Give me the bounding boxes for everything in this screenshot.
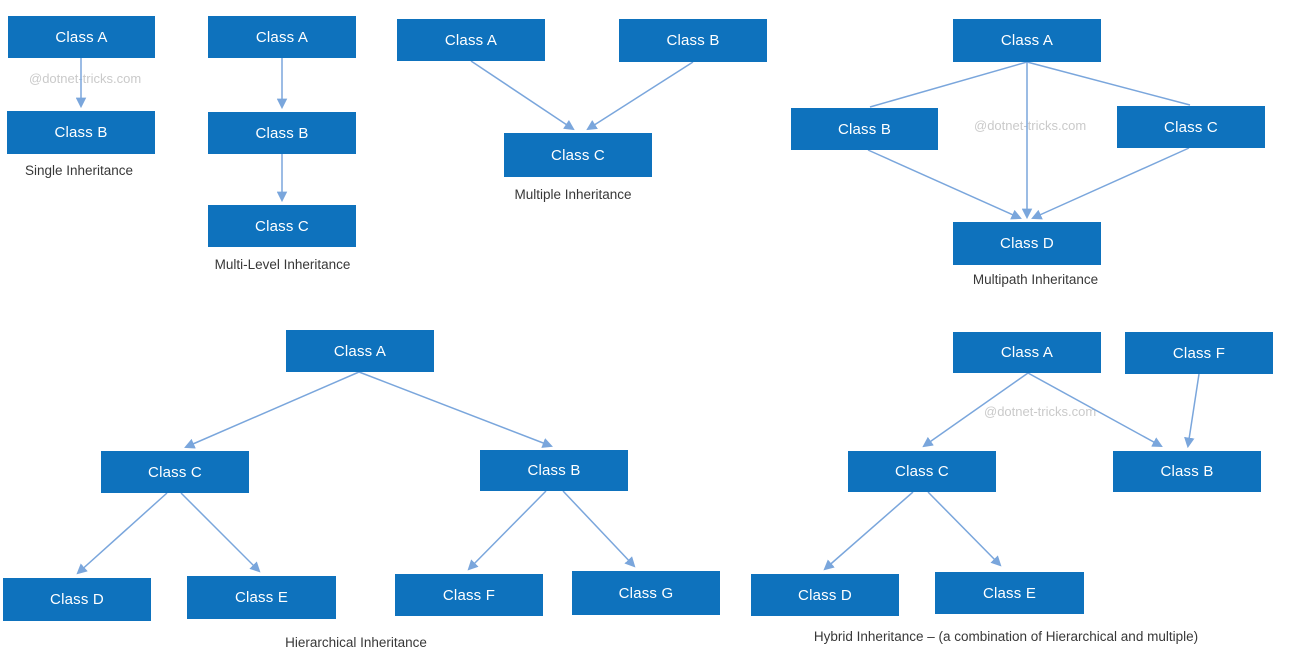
edge-hierarchical-class-a-to-class-c xyxy=(184,371,360,449)
edge-hybrid-class-c-to-class-d xyxy=(823,491,914,571)
class-box-hierarchical-class-e: Class E xyxy=(187,576,336,619)
edge-hierarchical-class-c-to-class-d xyxy=(76,492,168,575)
class-box-multipath-class-a: Class A xyxy=(953,19,1101,62)
class-box-multiple-class-b: Class B xyxy=(619,19,767,62)
watermark-dotnet-tricks: @dotnet-tricks.com xyxy=(29,71,142,86)
watermark-dotnet-tricks: @dotnet-tricks.com xyxy=(984,404,1097,419)
class-box-hybrid-class-a: Class A xyxy=(953,332,1101,373)
edge-hybrid-class-f-to-class-b xyxy=(1184,373,1200,449)
edge-hybrid-class-c-to-class-e xyxy=(927,491,1002,567)
class-box-single-class-a: Class A xyxy=(8,16,155,58)
class-box-hierarchical-class-b: Class B xyxy=(480,450,628,491)
edge-multipath-class-a-to-class-b xyxy=(869,61,1028,108)
edge-hierarchical-class-b-to-class-f xyxy=(467,490,547,571)
diagram-caption-single: Single Inheritance xyxy=(24,163,134,178)
edge-multipath-class-b-to-class-d xyxy=(867,149,1022,220)
edge-hierarchical-class-a-to-class-b xyxy=(358,371,553,448)
class-box-hierarchical-class-f: Class F xyxy=(395,574,543,616)
class-box-single-class-b: Class B xyxy=(7,111,155,154)
diagram-caption-hybrid: Hybrid Inheritance – (a combination of H… xyxy=(813,629,1199,644)
diagram-caption-multiple: Multiple Inheritance xyxy=(514,187,632,202)
class-box-hierarchical-class-g: Class G xyxy=(572,571,720,615)
class-box-hybrid-class-d: Class D xyxy=(751,574,899,616)
class-box-multilevel-class-c: Class C xyxy=(208,205,356,247)
diagram-caption-hierarchical: Hierarchical Inheritance xyxy=(285,635,427,650)
diagram-caption-multipath: Multipath Inheritance xyxy=(972,272,1099,287)
diagram-caption-multilevel: Multi-Level Inheritance xyxy=(214,257,351,272)
class-box-multipath-class-d: Class D xyxy=(953,222,1101,265)
class-box-hybrid-class-b: Class B xyxy=(1113,451,1261,492)
class-box-hierarchical-class-c: Class C xyxy=(101,451,249,493)
edge-hierarchical-class-c-to-class-e xyxy=(180,492,261,573)
class-box-multiple-class-a: Class A xyxy=(397,19,545,61)
class-box-hybrid-class-f: Class F xyxy=(1125,332,1273,374)
class-box-multipath-class-b: Class B xyxy=(791,108,938,150)
class-box-hybrid-class-c: Class C xyxy=(848,451,996,492)
class-box-multilevel-class-a: Class A xyxy=(208,16,356,58)
edge-multiple-class-a-to-class-c xyxy=(470,60,575,131)
class-box-hybrid-class-e: Class E xyxy=(935,572,1084,614)
class-box-hierarchical-class-a: Class A xyxy=(286,330,434,372)
class-box-hierarchical-class-d: Class D xyxy=(3,578,151,621)
class-box-multilevel-class-b: Class B xyxy=(208,112,356,154)
edge-hierarchical-class-b-to-class-g xyxy=(562,490,636,568)
edge-multiple-class-b-to-class-c xyxy=(586,61,694,131)
edge-multipath-class-a-to-class-c xyxy=(1026,61,1191,106)
edge-multipath-class-c-to-class-d xyxy=(1031,147,1190,220)
class-box-multiple-class-c: Class C xyxy=(504,133,652,177)
watermark-dotnet-tricks: @dotnet-tricks.com xyxy=(974,118,1087,133)
class-box-multipath-class-c: Class C xyxy=(1117,106,1265,148)
